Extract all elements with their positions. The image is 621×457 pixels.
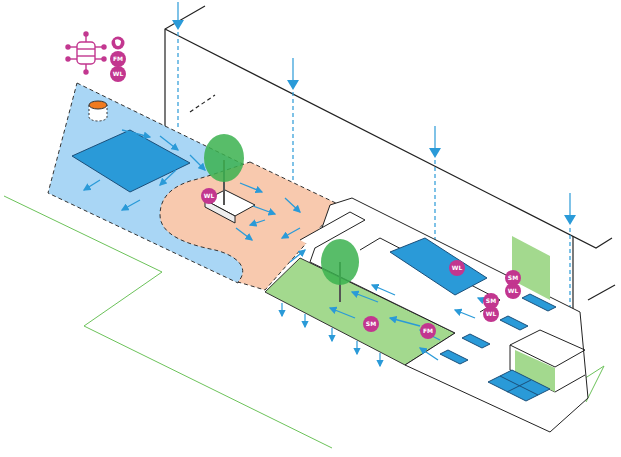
- sensor-badge: WL: [110, 66, 126, 82]
- badge-label: FM: [113, 56, 123, 62]
- badge-label: WL: [452, 265, 462, 271]
- tree: [321, 239, 359, 285]
- sensor-badge: WL: [505, 283, 521, 299]
- sensor-badge: FM: [420, 323, 436, 339]
- tree: [204, 134, 244, 182]
- badge-label: SM: [508, 275, 518, 281]
- badge-label: FM: [423, 328, 433, 334]
- sensor-badge: WL: [449, 260, 465, 276]
- water-panels: [72, 130, 556, 401]
- badge-label: WL: [204, 193, 214, 199]
- badge-label: WL: [508, 288, 518, 294]
- water-tank: [89, 101, 107, 121]
- badge-label: SM: [366, 321, 376, 327]
- flow-arrows: [84, 130, 495, 360]
- badge-label: WL: [113, 71, 123, 77]
- badge-label: SM: [486, 298, 496, 304]
- sensor-icon: [115, 39, 121, 46]
- sensor-badge: SM: [363, 316, 379, 332]
- sensor-badge: WL: [483, 306, 499, 322]
- badge-label: WL: [486, 311, 496, 317]
- sensor-badge: FM: [110, 51, 126, 67]
- terrace-outline: [310, 198, 588, 432]
- infiltration-arrows: [282, 303, 380, 366]
- sensor-badge: WL: [201, 188, 217, 204]
